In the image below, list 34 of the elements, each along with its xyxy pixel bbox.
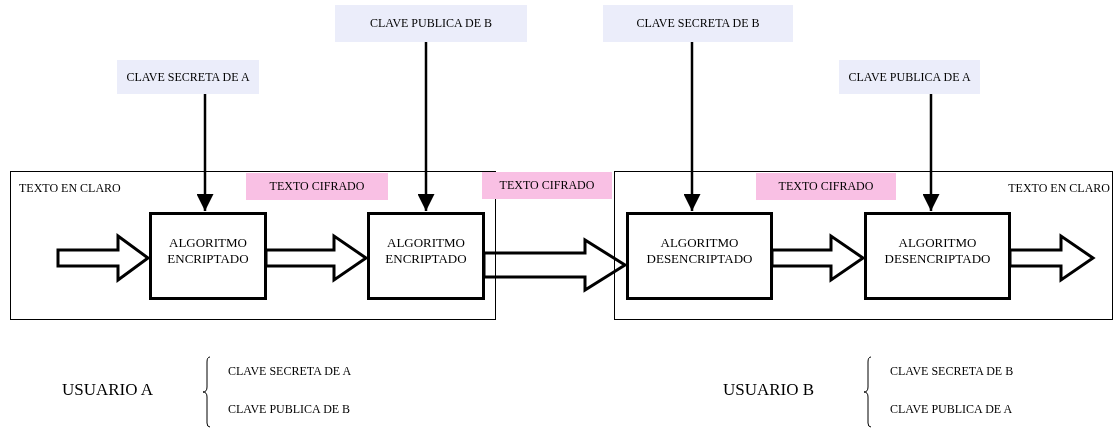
user-label: USUARIO B bbox=[723, 380, 815, 400]
process-text: ALGORITMO DESENCRIPTADO bbox=[645, 235, 754, 267]
process-text: ALGORITMO DESENCRIPTADO bbox=[883, 235, 992, 267]
ciphertext-label: TEXTO CIFRADO bbox=[246, 173, 388, 200]
key-item: CLAVE PUBLICA DE B bbox=[228, 402, 351, 417]
group-box bbox=[614, 171, 1113, 320]
key-label: CLAVE SECRETA DE B bbox=[603, 5, 793, 42]
key-item: CLAVE PUBLICA DE A bbox=[890, 402, 1013, 417]
key-label: CLAVE PUBLICA DE B bbox=[335, 5, 527, 42]
process-box bbox=[367, 212, 485, 300]
block-arrow bbox=[56, 233, 151, 283]
block-arrow bbox=[770, 233, 866, 283]
block-arrow bbox=[482, 237, 628, 293]
arrow bbox=[922, 94, 940, 211]
user-label: USUARIO A bbox=[62, 380, 154, 400]
group-heading: TEXTO EN CLARO bbox=[19, 181, 121, 196]
ciphertext-label: TEXTO CIFRADO bbox=[482, 172, 612, 199]
process-box bbox=[626, 212, 773, 300]
process-text: ALGORITMO ENCRIPTADO bbox=[384, 235, 468, 267]
group-box bbox=[10, 171, 496, 320]
process-box bbox=[149, 212, 267, 300]
key-label: CLAVE SECRETA DE A bbox=[117, 60, 259, 94]
block-arrow bbox=[1008, 233, 1096, 283]
arrow bbox=[196, 94, 214, 211]
process-text: ALGORITMO ENCRIPTADO bbox=[166, 235, 250, 267]
process-box bbox=[864, 212, 1011, 300]
key-item: CLAVE SECRETA DE A bbox=[228, 364, 352, 379]
block-arrow bbox=[264, 233, 369, 283]
arrow bbox=[683, 42, 701, 211]
group-heading: TEXTO EN CLARO bbox=[1008, 181, 1110, 196]
key-item: CLAVE SECRETA DE B bbox=[890, 364, 1014, 379]
arrow bbox=[417, 42, 435, 211]
key-label: CLAVE PUBLICA DE A bbox=[839, 60, 980, 94]
ciphertext-label: TEXTO CIFRADO bbox=[756, 173, 896, 200]
